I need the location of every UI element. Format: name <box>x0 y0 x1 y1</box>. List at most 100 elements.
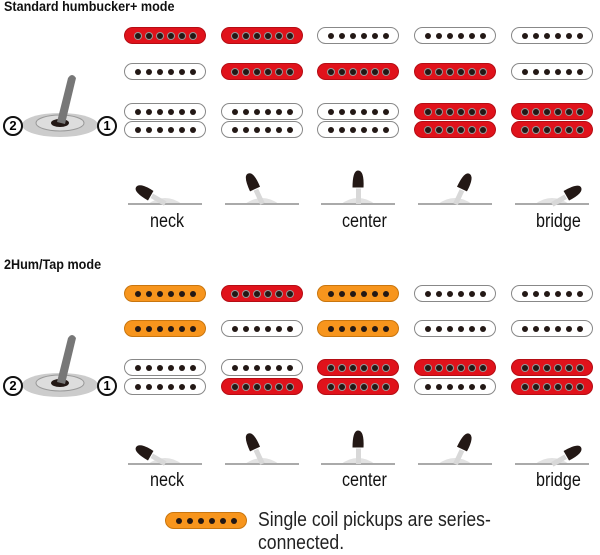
pole-dot <box>338 364 345 371</box>
pole-dot <box>371 32 378 39</box>
pole-dot <box>189 108 196 115</box>
pole-dot <box>338 383 345 390</box>
pole-dot <box>242 126 249 133</box>
pole-dot <box>360 126 367 133</box>
pole-dot <box>197 517 204 524</box>
pole-dot <box>382 68 389 75</box>
pole-dot <box>446 68 453 75</box>
pole-dot <box>424 126 431 133</box>
pickup-white <box>511 320 593 337</box>
pole-dot <box>479 68 486 75</box>
pole-dot <box>275 325 282 332</box>
pole-dot <box>264 364 271 371</box>
pole-dot <box>167 108 174 115</box>
pole-dot <box>360 68 367 75</box>
position-label-bridge: bridge <box>535 470 581 491</box>
pole-dot <box>275 32 282 39</box>
toggle-position-icon <box>321 168 395 208</box>
pole-dot <box>382 290 389 297</box>
pole-dot <box>349 290 356 297</box>
pole-dot <box>178 126 185 133</box>
pole-dot <box>446 383 453 390</box>
pole-dot <box>446 108 453 115</box>
pickup-red <box>414 63 496 80</box>
position-2-label: 2 <box>3 116 23 136</box>
pole-dot <box>435 383 442 390</box>
pickup-white <box>221 121 303 138</box>
pole-dot <box>446 126 453 133</box>
pole-dot <box>521 108 528 115</box>
pickup-red <box>414 121 496 138</box>
pole-dot <box>360 364 367 371</box>
pole-dot <box>479 126 486 133</box>
pole-dot <box>156 68 163 75</box>
pickup-red <box>511 378 593 395</box>
pole-dot <box>360 383 367 390</box>
pole-dot <box>231 108 238 115</box>
pole-dot <box>189 325 196 332</box>
pole-dot <box>424 364 431 371</box>
pole-dot <box>565 126 572 133</box>
pole-dot <box>371 325 378 332</box>
pole-dot <box>231 290 238 297</box>
pole-dot <box>286 32 293 39</box>
pole-dot <box>576 364 583 371</box>
pole-dot <box>576 68 583 75</box>
pole-dot <box>145 325 152 332</box>
pole-dot <box>576 32 583 39</box>
pole-dot <box>532 126 539 133</box>
pole-dot <box>565 68 572 75</box>
pole-dot <box>371 108 378 115</box>
pole-dot <box>349 32 356 39</box>
pole-dot <box>554 383 561 390</box>
pole-dot <box>208 517 215 524</box>
pickup-red <box>124 27 206 44</box>
pickup-white <box>221 103 303 120</box>
pole-dot <box>275 68 282 75</box>
pole-dot <box>275 126 282 133</box>
toggle-position-icon <box>128 428 202 468</box>
pole-dot <box>457 290 464 297</box>
pole-dot <box>189 290 196 297</box>
position-label-center: center <box>341 211 387 232</box>
pole-dot <box>156 364 163 371</box>
pole-dot <box>554 68 561 75</box>
pole-dot <box>242 108 249 115</box>
pickup-red <box>221 378 303 395</box>
pole-dot <box>264 68 271 75</box>
pole-dot <box>264 126 271 133</box>
pole-dot <box>156 325 163 332</box>
pole-dot <box>275 383 282 390</box>
pole-dot <box>231 364 238 371</box>
pole-dot <box>554 108 561 115</box>
pole-dot <box>521 32 528 39</box>
pickup-white <box>124 359 206 376</box>
pole-dot <box>219 517 226 524</box>
pole-dot <box>264 32 271 39</box>
selector-switch-icon <box>20 330 100 400</box>
pole-dot <box>543 68 550 75</box>
pole-dot <box>382 364 389 371</box>
pole-dot <box>521 290 528 297</box>
pickup-white <box>317 121 399 138</box>
pole-dot <box>242 68 249 75</box>
pole-dot <box>446 290 453 297</box>
pole-dot <box>145 383 152 390</box>
pole-dot <box>532 108 539 115</box>
pole-dot <box>457 383 464 390</box>
pole-dot <box>543 32 550 39</box>
pole-dot <box>479 383 486 390</box>
pole-dot <box>253 290 260 297</box>
pole-dot <box>264 325 271 332</box>
pole-dot <box>424 108 431 115</box>
pickup-white <box>414 285 496 302</box>
position-label-neck: neck <box>150 470 185 491</box>
pole-dot <box>145 32 152 39</box>
pole-dot <box>178 290 185 297</box>
pole-dot <box>134 126 141 133</box>
pole-dot <box>521 364 528 371</box>
pickup-white <box>124 378 206 395</box>
pickup-white <box>511 63 593 80</box>
pickup-red <box>317 359 399 376</box>
legend-text: Single coil pickups are series-connected… <box>258 509 491 554</box>
